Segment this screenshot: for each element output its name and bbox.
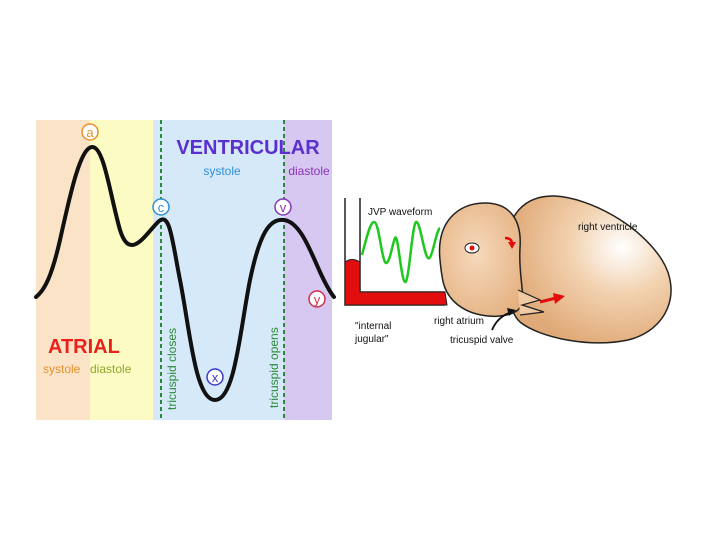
jvp-waveform-curve: [34, 145, 336, 403]
wave-c-marker: [152, 198, 170, 216]
wave-x-marker: [206, 368, 224, 386]
atrial-label: ATRIAL: [48, 336, 120, 358]
tricuspid-pointer-arrowhead: [507, 308, 516, 316]
tricuspid-valve-label: tricuspid valve: [450, 335, 514, 346]
jugular-blood-column: [344, 259, 448, 306]
atrial-systole-region: [36, 120, 90, 420]
atrium-entry-dot: [469, 245, 475, 251]
wave-v-marker: [274, 198, 292, 216]
flow-arrow-ventricle: [539, 296, 557, 304]
jvp-green-waveform: [360, 220, 441, 284]
right-ventricle-shape: [507, 195, 672, 344]
wave-y-letter: y: [314, 292, 321, 307]
ventricular-label: VENTRICULAR: [176, 137, 320, 159]
internal-jugular-label-line1: "internal: [355, 321, 391, 332]
wave-a-letter: a: [86, 125, 94, 140]
right-atrium-shape: [438, 202, 524, 318]
internal-jugular-label-line2: jugular": [354, 334, 389, 345]
tricuspid-opens-label: tricuspid opens: [267, 327, 281, 408]
ventricular-diastole-label: diastole: [288, 164, 330, 178]
ventricular-systole-label: systole: [203, 164, 241, 178]
right-atrium-label: right atrium: [434, 316, 484, 327]
wave-x-letter: x: [212, 370, 219, 385]
tricuspid-valve-flaps: [517, 289, 545, 316]
wave-y-marker: [308, 290, 326, 308]
wave-a-marker: [81, 123, 99, 141]
jvp-waveform-label: JVP waveform: [368, 207, 432, 218]
atrial-diastole-label: diastole: [90, 362, 132, 376]
flow-arrow-atrium-head: [508, 242, 516, 249]
wave-c-letter: c: [158, 200, 165, 215]
atrial-systole-label: systole: [43, 362, 81, 376]
atrial-diastole-region: [90, 120, 153, 420]
right-ventricle-label: right ventricle: [578, 222, 638, 233]
tricuspid-closes-label: tricuspid closes: [165, 328, 179, 410]
ventricular-diastole-region: [284, 120, 332, 420]
wave-v-letter: v: [280, 200, 287, 215]
flow-arrow-ventricle-head: [553, 293, 565, 304]
